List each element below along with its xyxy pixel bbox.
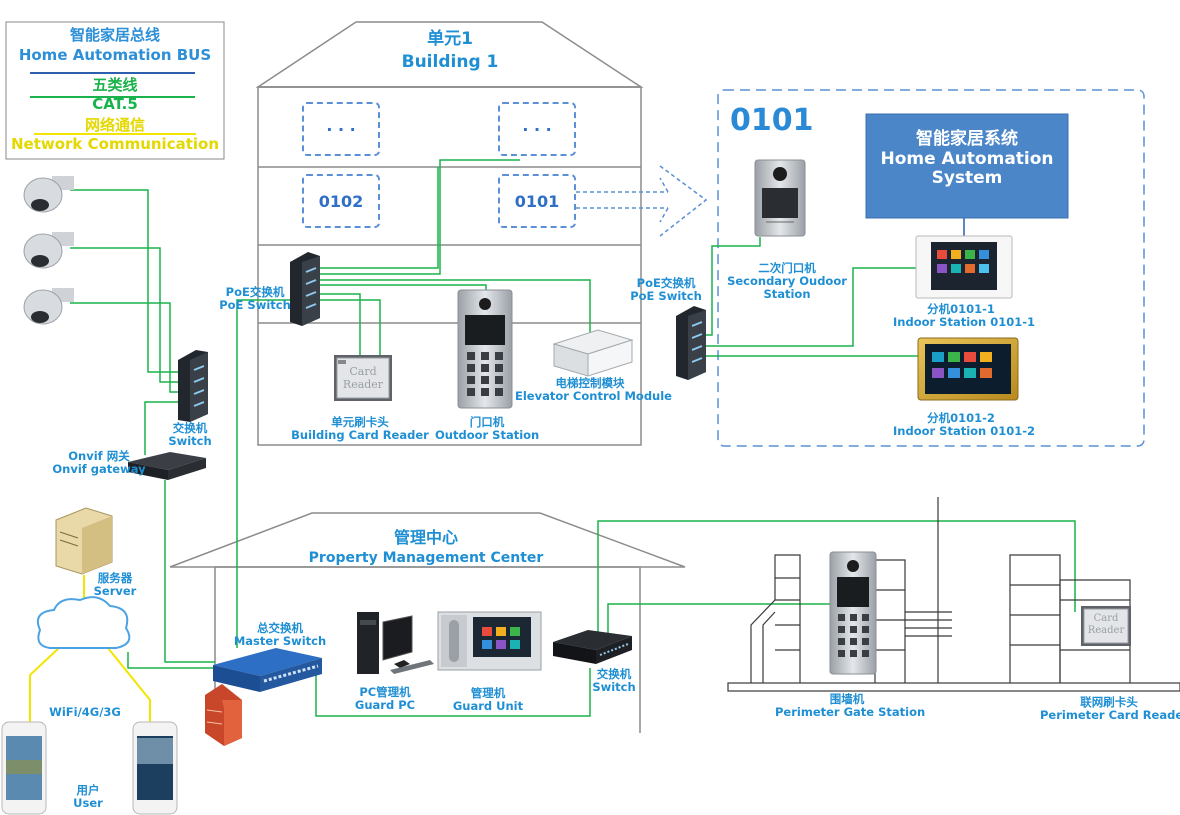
dome-camera-icon bbox=[23, 232, 74, 269]
guard-unit-icon bbox=[437, 611, 542, 671]
firewall-icon bbox=[205, 684, 242, 746]
legend-bus-en: Home Automation BUS bbox=[18, 46, 212, 64]
door-station-icon bbox=[829, 551, 877, 675]
room-0102[interactable]: 0102 bbox=[302, 174, 380, 228]
building-title-en: Building 1 bbox=[401, 52, 499, 72]
home-automation-box bbox=[865, 113, 1069, 219]
dome-camera-icon bbox=[23, 288, 74, 325]
legend-cat5-zh: 五类线 bbox=[92, 76, 138, 94]
indoor-monitor-icon bbox=[915, 235, 1013, 299]
cloud-icon bbox=[36, 596, 131, 649]
room-placeholder[interactable]: · · · bbox=[302, 102, 380, 156]
management-title-zh: 管理中心 bbox=[393, 528, 458, 547]
building-outline bbox=[255, 21, 644, 446]
door-station-icon bbox=[457, 289, 513, 409]
secondary-station-label: 二次门口机 Secondary Oudoor Station bbox=[727, 261, 847, 302]
cat5-lines bbox=[70, 159, 1076, 717]
room-placeholder[interactable]: · · · bbox=[498, 102, 576, 156]
gate-icon bbox=[727, 497, 1180, 692]
home-automation-label: 智能家居系统 Home Automation System bbox=[880, 129, 1054, 189]
phone-icon bbox=[1, 721, 47, 815]
wireless-label: WiFi/4G/3G bbox=[49, 705, 121, 719]
poe-switch-icon bbox=[676, 306, 706, 380]
apartment-zone bbox=[717, 89, 1145, 447]
expand-arrow bbox=[576, 165, 708, 237]
card-reader-icon bbox=[1081, 606, 1131, 646]
legend-bus-zh: 智能家居总线 bbox=[69, 26, 160, 44]
management-title-en: Property Management Center bbox=[308, 550, 544, 566]
legend-box bbox=[5, 21, 225, 160]
master-switch-icon bbox=[213, 648, 322, 692]
apartment-number: 0101 bbox=[730, 103, 814, 138]
server-icon bbox=[55, 507, 113, 575]
switch-icon bbox=[553, 630, 632, 664]
phone-icon bbox=[132, 721, 178, 815]
management-outline bbox=[169, 512, 686, 733]
building-title-zh: 单元1 bbox=[427, 29, 473, 49]
poe-switch-icon bbox=[290, 252, 320, 326]
switch-icon bbox=[178, 350, 208, 422]
door-station-icon bbox=[754, 159, 806, 237]
elevator-module-icon bbox=[552, 329, 634, 377]
indoor-monitor-icon bbox=[917, 337, 1019, 401]
room-0101[interactable]: 0101 bbox=[498, 174, 576, 228]
legend-net-zh: 网络通信 bbox=[84, 116, 145, 134]
legend-net-en: Network Communication bbox=[10, 135, 220, 153]
legend-cat5-en: CAT.5 bbox=[92, 95, 138, 113]
dome-camera-icon bbox=[23, 176, 74, 213]
gateway-icon bbox=[128, 452, 206, 480]
pc-icon bbox=[357, 612, 434, 674]
card-reader-icon bbox=[334, 355, 392, 401]
